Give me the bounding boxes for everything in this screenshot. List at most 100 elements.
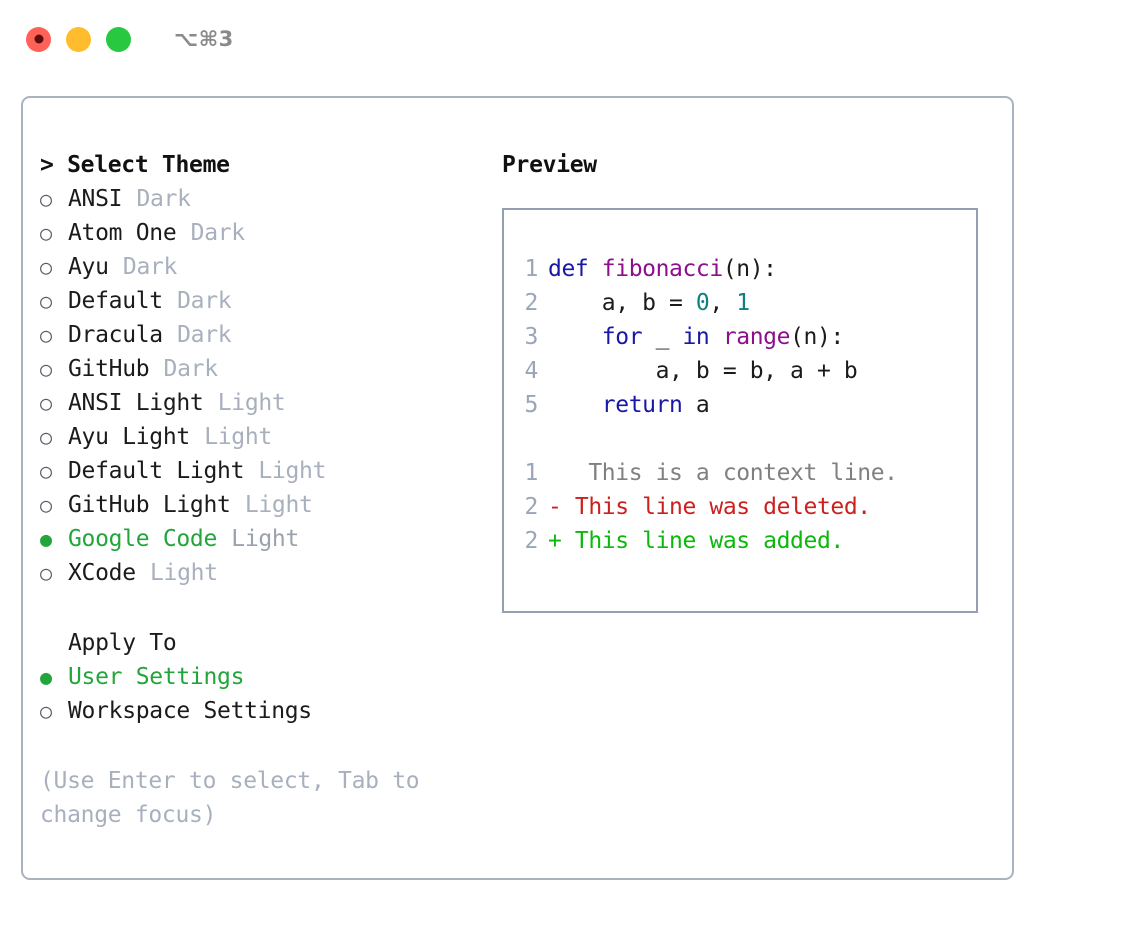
code-line-content: for _ in range(n): (548, 320, 844, 354)
theme-option-variant: Dark (163, 356, 219, 382)
code-token-plain: _ (642, 324, 683, 350)
code-token-plain: a, b = b, a + b (548, 358, 858, 384)
radio-unselected-icon: ○ (40, 561, 52, 585)
theme-option-row[interactable]: ○ ANSI Dark (40, 182, 493, 216)
code-line: 3 for _ in range(n): (504, 320, 976, 354)
theme-option-label: GitHub Light (68, 492, 231, 518)
theme-option-label: Default Light (68, 458, 245, 484)
theme-option-row[interactable]: ○ GitHub Light Light (40, 488, 493, 522)
theme-option-row[interactable]: ○ Default Dark (40, 284, 493, 318)
code-token-plain (548, 392, 602, 418)
theme-option-label: Google Code (68, 526, 218, 552)
select-theme-header: > Select Theme (40, 152, 230, 178)
theme-option-label: ANSI Light (68, 390, 204, 416)
theme-option-variant: Dark (177, 322, 232, 348)
apply-to-option-row[interactable]: ○Workspace Settings (40, 694, 493, 728)
line-number: 1 (524, 256, 539, 282)
code-token-plain (548, 324, 602, 350)
apply-to-option-label: User Settings (68, 664, 245, 690)
preview-title: Preview (502, 152, 597, 178)
traffic-light-group (26, 26, 131, 52)
keyboard-shortcut-label: ⌥⌘3 (174, 27, 234, 51)
line-number: 5 (524, 392, 539, 418)
code-line: 2 a, b = 0, 1 (504, 286, 976, 320)
title-bar: ⌥⌘3 (0, 0, 1140, 78)
radio-unselected-icon: ○ (40, 459, 52, 483)
radio-selected-icon: ● (40, 665, 52, 689)
code-line-content: def fibonacci(n): (548, 252, 777, 286)
theme-option-variant: Light (258, 458, 327, 484)
theme-option-label: Atom One (68, 220, 177, 246)
apply-to-option-row[interactable]: ● User Settings (40, 660, 493, 694)
theme-option-label: XCode (68, 560, 136, 586)
code-line: 4 a, b = b, a + b (504, 354, 976, 388)
code-token-kw: def (548, 256, 602, 282)
theme-option-label: Ayu (68, 254, 109, 280)
theme-option-variant: Dark (136, 186, 191, 212)
diff-marker: + (548, 528, 562, 554)
theme-option-label: GitHub (68, 356, 150, 382)
radio-selected-icon: ● (40, 527, 52, 551)
radio-unselected-icon: ○ (40, 187, 52, 211)
theme-option-label: Dracula (68, 322, 163, 348)
diff-line: 2- This line was deleted. (504, 490, 976, 524)
radio-unselected-icon: ○ (40, 255, 52, 279)
diff-line-text: This line was deleted. (561, 494, 871, 520)
theme-option-variant: Light (150, 560, 218, 586)
theme-option-variant: Light (231, 526, 300, 552)
line-number: 3 (524, 324, 539, 350)
code-diff-spacer (504, 422, 976, 456)
keyboard-hint-text: (Use Enter to select, Tab to change focu… (40, 768, 420, 828)
theme-option-row[interactable]: ○ XCode Light (40, 556, 493, 590)
minimize-button-icon[interactable] (66, 26, 91, 52)
apply-to-header: Apply To (68, 630, 177, 656)
code-token-fn: range (722, 324, 791, 350)
code-token-plain: (n): (722, 256, 777, 282)
theme-option-label: ANSI (68, 186, 123, 212)
theme-option-variant: Dark (177, 288, 232, 314)
theme-option-row[interactable]: ○ ANSI Light Light (40, 386, 493, 420)
close-button-icon[interactable] (26, 26, 51, 52)
line-number: 2 (524, 290, 539, 316)
radio-unselected-icon: ○ (40, 493, 52, 517)
apply-to-list: ● User Settings ○Workspace Settings (40, 660, 493, 728)
theme-option-variant: Light (244, 492, 313, 518)
code-line: 5 return a (504, 388, 976, 422)
code-line: 1 def fibonacci(n): (504, 252, 976, 286)
diff-line: 2+ This line was added. (504, 524, 976, 558)
code-token-plain: a (682, 392, 710, 418)
code-token-plain: a, b = (548, 290, 696, 316)
code-token-plain (709, 324, 722, 350)
theme-option-row[interactable]: ● Google Code Light (40, 522, 493, 556)
radio-unselected-icon: ○ (40, 289, 52, 313)
code-token-kw: for (601, 324, 643, 350)
theme-option-row[interactable]: ○ Default Light Light (40, 454, 493, 488)
line-number: 4 (524, 358, 539, 384)
diff-line: 1 This is a context line. (504, 456, 976, 490)
radio-unselected-icon: ○ (40, 425, 52, 449)
theme-option-variant: Light (217, 390, 286, 416)
line-number: 1 (524, 460, 539, 486)
diff-marker (548, 456, 561, 490)
radio-unselected-icon: ○ (40, 391, 52, 415)
theme-option-variant: Dark (190, 220, 246, 246)
code-token-fn: fibonacci (601, 256, 723, 282)
code-token-kw: return (601, 392, 683, 418)
code-token-kw: in (682, 324, 710, 350)
theme-option-label: Default (68, 288, 163, 314)
theme-option-row[interactable]: ○ Atom One Dark (40, 216, 493, 250)
line-number: 2 (524, 494, 539, 520)
apply-to-option-label: Workspace Settings (68, 698, 312, 724)
code-line-content: a, b = 0, 1 (548, 286, 750, 320)
radio-unselected-icon: ○ (40, 221, 52, 245)
diff-line-text: This line was added. (561, 528, 844, 554)
diff-sample-block: 1 This is a context line.2- This line wa… (504, 456, 976, 558)
zoom-button-icon[interactable] (106, 26, 131, 52)
code-token-num: 0 (695, 290, 710, 316)
